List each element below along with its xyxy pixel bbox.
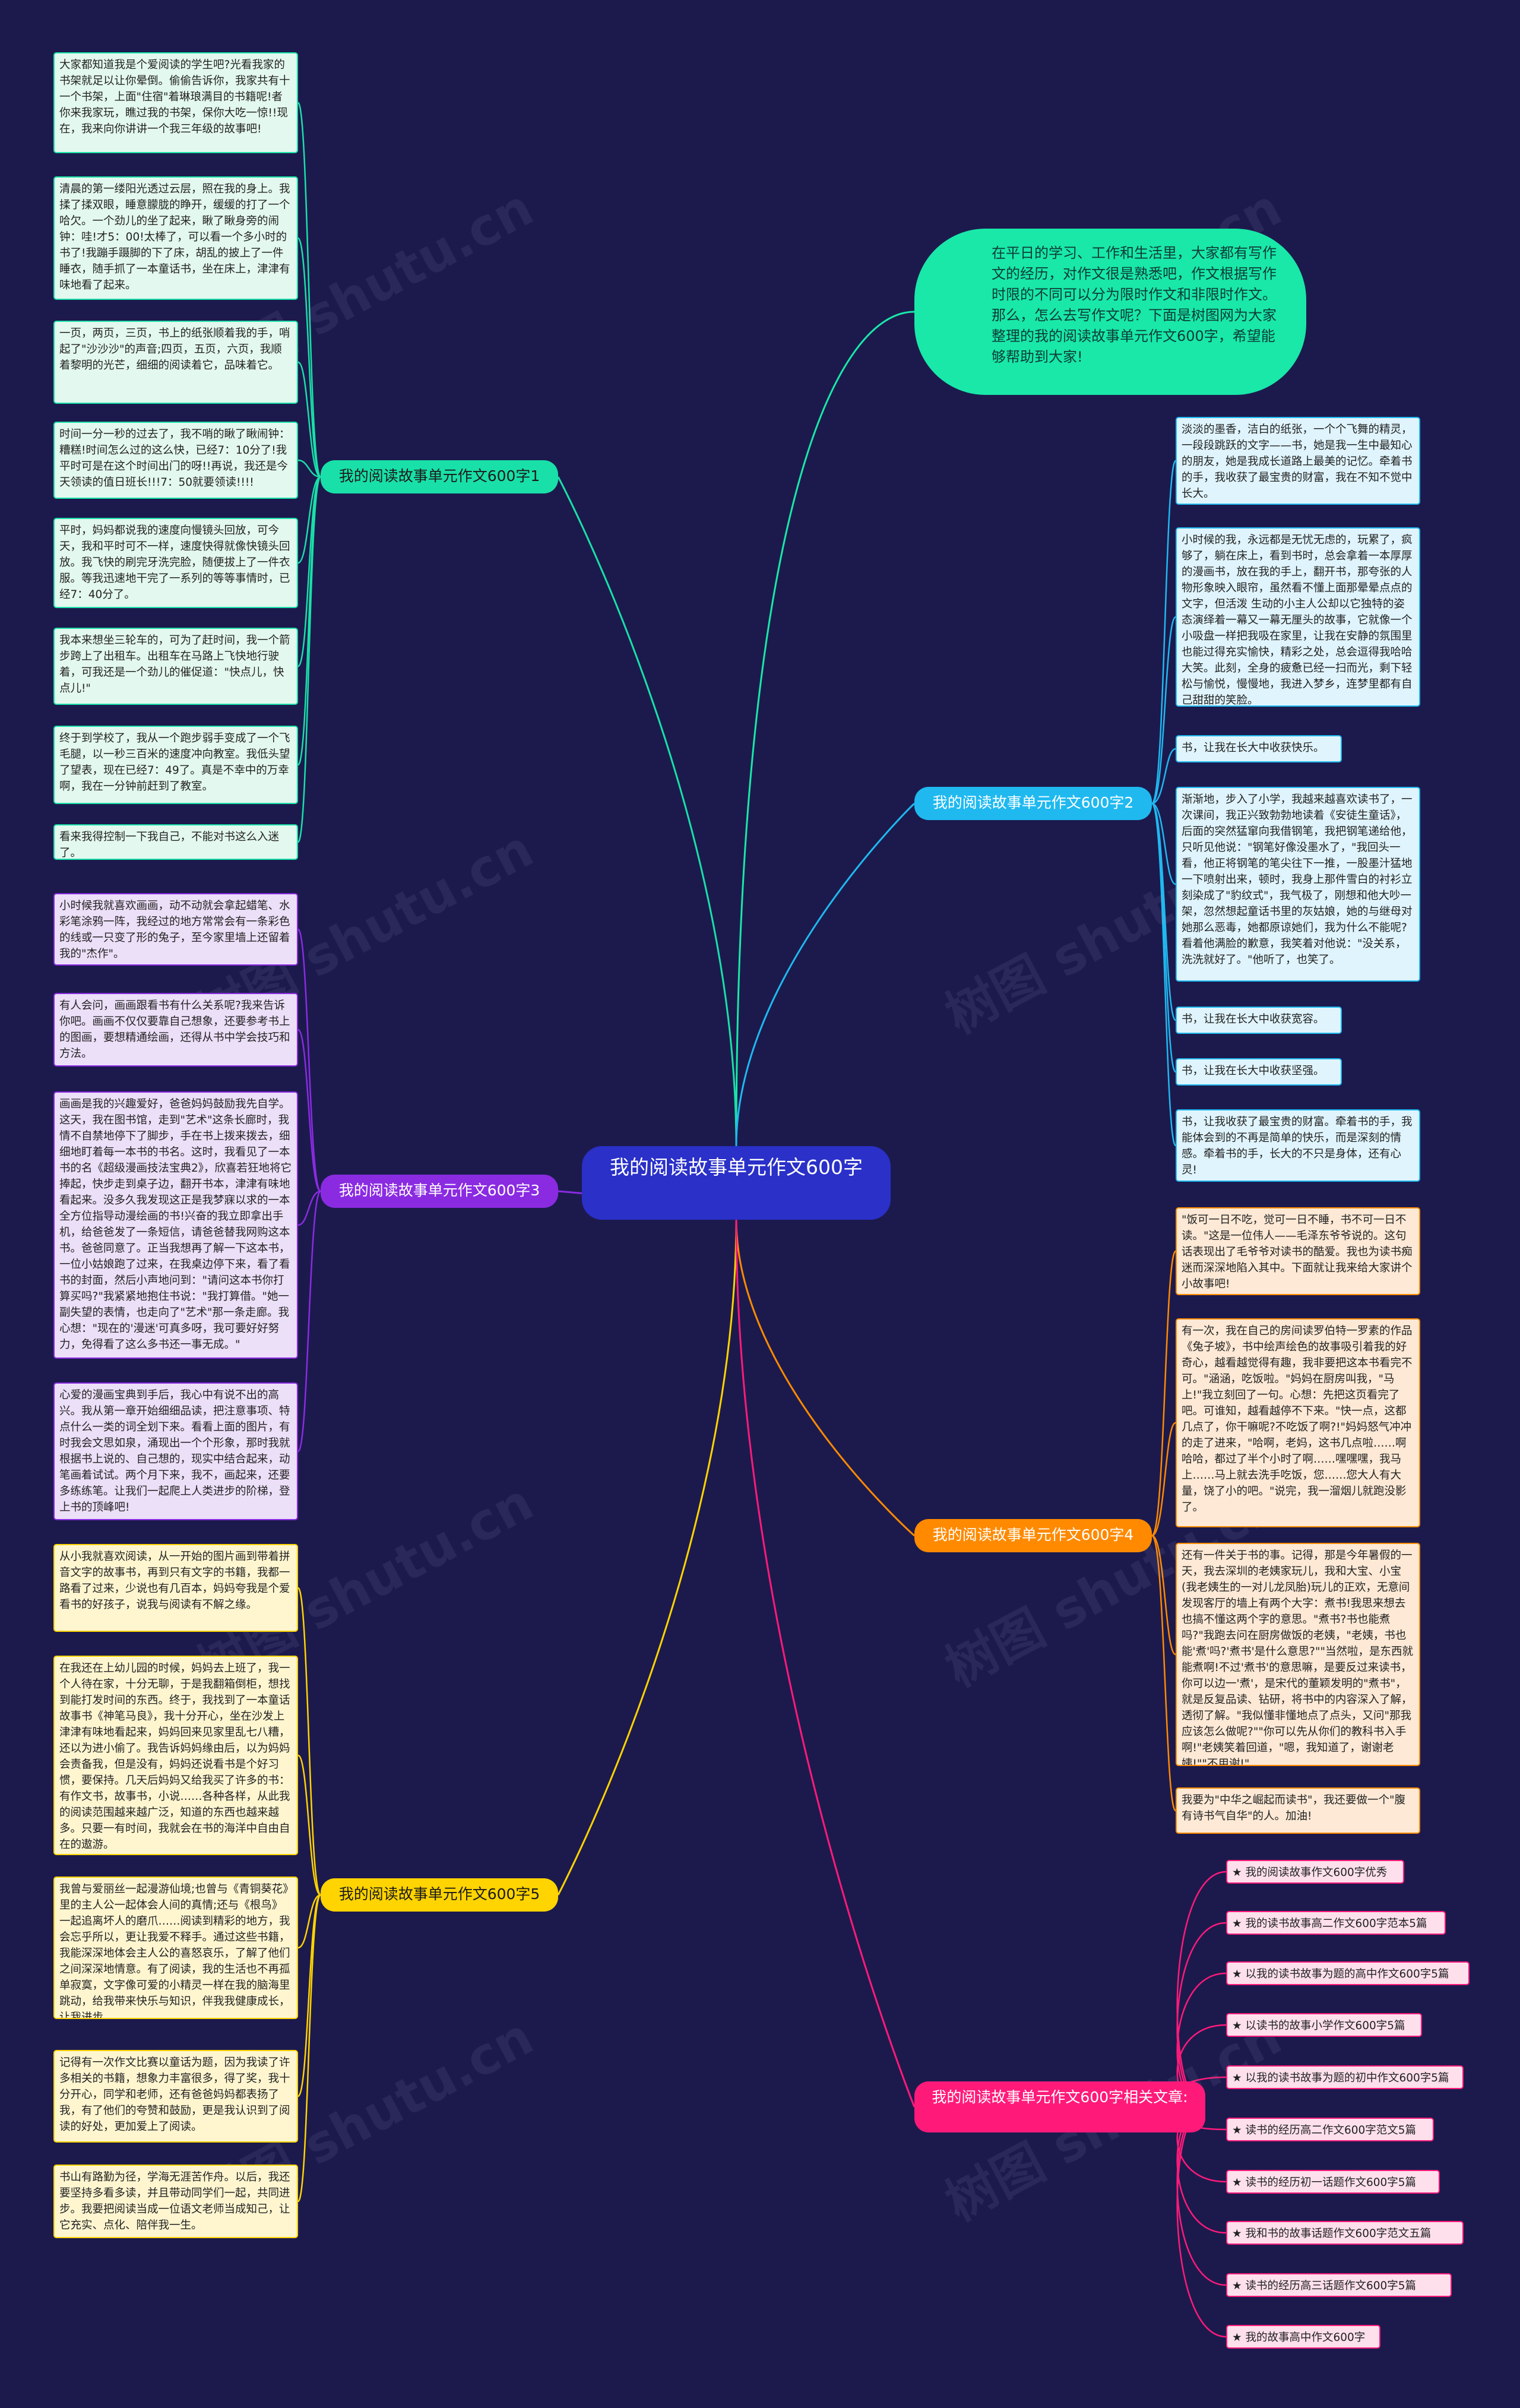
intro-connector [735, 311, 915, 1147]
branch-connector-4 [735, 1219, 916, 1537]
branch-connector-2 [735, 802, 916, 1147]
root-topic[interactable]: 我的阅读故事单元作文600字 [582, 1146, 891, 1220]
branch-connector-5 [557, 1219, 737, 1896]
related-article-link[interactable]: ★ 我的读书故事高二作文600字范本5篇 [1226, 1911, 1446, 1935]
leaf-connector [297, 476, 322, 843]
leaf-paragraph: 心爱的漫画宝典到手后，我心中有说不出的高兴。我从第一章开始细细品读，把注意事项、… [53, 1382, 298, 1520]
leaf-connector [297, 237, 322, 478]
leaf-paragraph: 书，让我在长大中收获宽容。 [1176, 1007, 1342, 1034]
leaf-paragraph: 我要为"中华之崛起而读书"，我还要做一个"腹有诗书气自华"的人。加油! [1176, 1787, 1420, 1834]
leaf-paragraph: 有一次，我在自己的房间读罗伯特一罗素的作品《兔子坡》，书中绘声绘色的故事吸引着我… [1176, 1318, 1420, 1527]
related-article-link[interactable]: ★ 以我的读书故事为题的高中作文600字5篇 [1226, 1961, 1470, 1985]
leaf-connector [1151, 1534, 1177, 1812]
branch-connector-1 [557, 476, 737, 1147]
related-article-link[interactable]: ★ 读书的经历高二作文600字范文5篇 [1226, 2118, 1434, 2141]
branch-topic-4[interactable]: 我的阅读故事单元作文600字4 [914, 1519, 1152, 1552]
related-article-link[interactable]: ★ 我和书的故事话题作文600字范文五篇 [1226, 2221, 1464, 2245]
branch-topic-1[interactable]: 我的阅读故事单元作文600字1 [321, 460, 558, 493]
leaf-connector [1176, 1871, 1227, 2108]
leaf-connector [1151, 1250, 1177, 1537]
leaf-paragraph: 有人会问，画画跟看书有什么关系呢?我来告诉你吧。画画不仅仅要靠自己想象，还要参考… [53, 993, 298, 1067]
leaf-paragraph: 书山有路勤为径，学海无涯苦作舟。以后，我还要坚持多看多读，并且带动同学们一起，共… [53, 2165, 298, 2238]
leaf-paragraph: 平时，妈妈都说我的速度向慢镜头回放，可今天，我和平时可不一样，速度快得就像快镜头… [53, 518, 298, 608]
leaf-connector [297, 1029, 322, 1192]
leaf-connector [297, 928, 322, 1192]
leaf-paragraph: 在我还在上幼儿园的时候，妈妈去上班了，我一个人待在家，十分无聊，于是我翻箱倒柜，… [53, 1656, 298, 1855]
related-article-link[interactable]: ★ 以我的读书故事为题的初中作文600字5篇 [1226, 2065, 1464, 2089]
branch-topic-5[interactable]: 我的阅读故事单元作文600字5 [321, 1878, 558, 1912]
branch-topic-6[interactable]: 我的阅读故事单元作文600字相关文章: [914, 2081, 1205, 2132]
leaf-connector [297, 1894, 322, 2097]
leaf-connector [1176, 2106, 1227, 2338]
leaf-paragraph: 记得有一次作文比赛以童话为题，因为我读了许多相关的书籍，想象力丰富很多，得了奖，… [53, 2050, 298, 2143]
leaf-connector [1151, 802, 1177, 1147]
leaf-paragraph: 一页，两页，三页，书上的纸张顺着我的手，哨起了"沙沙沙"的声音;四页，五页，六页… [53, 321, 298, 404]
leaf-paragraph: 从小我就喜欢阅读，从一开始的图片画到带着拼音文字的故事书，再到只有文字的书籍，我… [53, 1544, 298, 1632]
leaf-paragraph: 小时候我就喜欢画画，动不动就会拿起蜡笔、水彩笔涂鸦一阵，我经过的地方常常会有一条… [53, 893, 298, 966]
leaf-connector [1151, 616, 1177, 805]
leaf-connector [297, 1894, 321, 1949]
leaf-connector [297, 1587, 322, 1896]
leaf-paragraph: 我曾与爱丽丝一起漫游仙境;也曾与《青铜葵花》里的主人公一起体会人间的真情;还与《… [53, 1877, 298, 2019]
related-article-link[interactable]: ★ 读书的经历初一话题作文600字5篇 [1226, 2170, 1440, 2194]
leaf-paragraph: 大家都知道我是个爱阅读的学生吧?光看我家的书架就足以让你晕倒。偷偷告诉你，我家共… [53, 52, 298, 153]
branch-connector-6 [735, 1219, 916, 2108]
leaf-paragraph: 看来我得控制一下我自己，不能对书这么入迷了。 [53, 824, 298, 860]
leaf-connector [297, 476, 321, 564]
leaf-paragraph: 书，让我在长大中收获快乐。 [1176, 735, 1342, 762]
leaf-paragraph: 画画是我的兴趣爱好，爸爸妈妈鼓励我先自学。这天，我在图书馆，走到"艺术"这条长廊… [53, 1091, 298, 1359]
related-article-link[interactable]: ★ 读书的经历高三话题作文600字5篇 [1226, 2273, 1452, 2297]
leaf-connector [297, 1190, 321, 1226]
leaf-paragraph: "饭可一日不吃，觉可一日不睡，书不可一日不读。"这是一位伟人——毛泽东爷爷说的。… [1176, 1207, 1420, 1295]
related-article-link[interactable]: ★ 我的故事高中作文600字 [1226, 2325, 1380, 2349]
leaf-connector [1151, 802, 1176, 885]
leaf-paragraph: 终于到学校了，我从一个跑步弱手变成了一个飞毛腿，以一秒三百米的速度冲向教室。我低… [53, 726, 298, 804]
leaf-connector [297, 1754, 321, 1896]
leaf-connector [1151, 1534, 1176, 1656]
leaf-paragraph: 淡淡的墨香，洁白的纸张，一个个飞舞的精灵，一段段跳跃的文字——书，她是我一生中最… [1176, 417, 1420, 505]
leaf-paragraph: 我本来想坐三轮车的，可为了赶时间，我一个箭步跨上了出租车。出租车在马路上飞快地行… [53, 628, 298, 705]
leaf-connector [297, 459, 321, 478]
leaf-connector [297, 361, 321, 478]
related-article-link[interactable]: ★ 我的阅读故事作文600字优秀 [1226, 1860, 1404, 1884]
leaf-connector [297, 1190, 322, 1453]
intro-summary[interactable]: 在平日的学习、工作和生活里，大家都有写作文的经历，对作文很是熟悉吧，作文根据写作… [914, 229, 1306, 395]
leaf-connector [297, 102, 322, 478]
leaf-paragraph: 渐渐地，步入了小学，我越来越喜欢读书了，一次课间，我正兴致勃勃地读着《安徒生童话… [1176, 787, 1420, 982]
branch-topic-3[interactable]: 我的阅读故事单元作文600字3 [321, 1175, 558, 1208]
leaf-paragraph: 小时候的我，永远都是无忧无虑的，玩累了，疯够了，躺在床上，看到书时，总会拿着一本… [1176, 527, 1420, 707]
leaf-paragraph: 书，让我在长大中收获坚强。 [1176, 1058, 1342, 1086]
leaf-connector [1151, 460, 1177, 805]
leaf-connector [297, 1894, 322, 2203]
leaf-paragraph: 还有一件关于书的事。记得，那是今年暑假的一天，我去深圳的老姨家玩儿，我和大宝、小… [1176, 1543, 1420, 1766]
leaf-connector [1151, 748, 1176, 805]
leaf-paragraph: 清晨的第一缕阳光透过云层，照在我的身上。我揉了揉双眼，睡意朦胧的睁开，缓缓的打了… [53, 176, 298, 300]
leaf-connector [1151, 1422, 1176, 1537]
related-article-link[interactable]: ★ 以读书的故事小学作文600字5篇 [1226, 2013, 1422, 2037]
leaf-paragraph: 书，让我收获了最宝贵的财富。牵着书的手，我能体会到的不再是简单的快乐，而是深刻的… [1176, 1109, 1420, 1182]
leaf-paragraph: 时间一分一秒的过去了，我不哨的瞅了瞅闹钟：糟糕!时间怎么过的这么快，已经7：10… [53, 422, 298, 499]
branch-topic-2[interactable]: 我的阅读故事单元作文600字2 [914, 787, 1152, 820]
